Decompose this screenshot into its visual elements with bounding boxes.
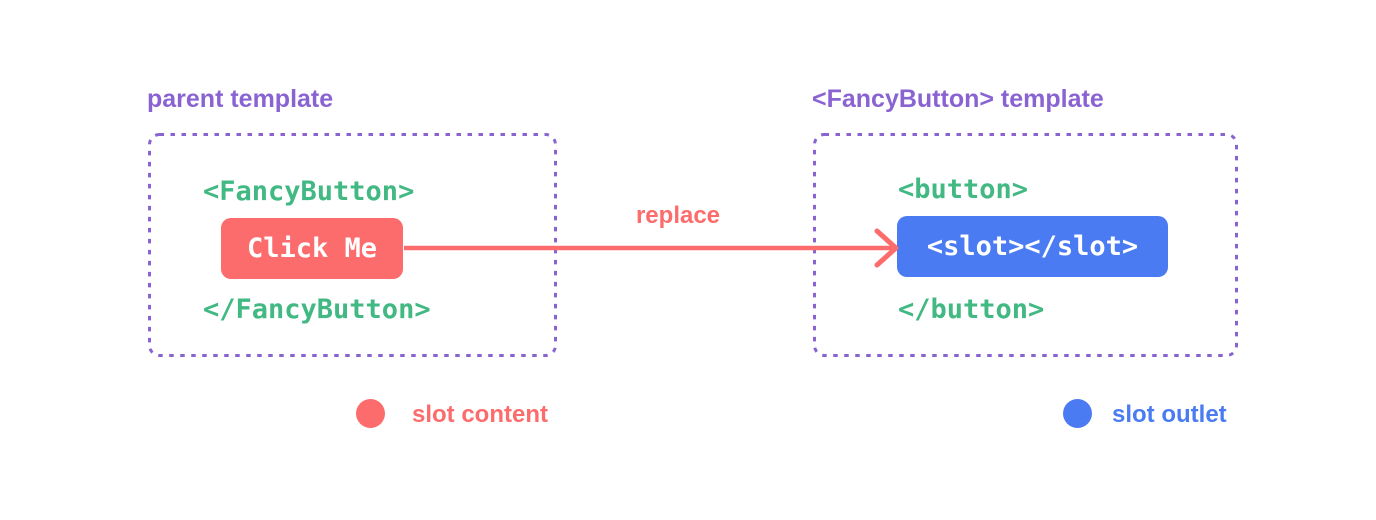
click-me-button: Click Me — [221, 218, 403, 279]
parent-template-title: parent template — [147, 85, 334, 113]
slot-content-dot-icon — [356, 399, 385, 428]
legend-label-slot-outlet: slot outlet — [1112, 401, 1227, 428]
slot-code-label: <slot></slot> — [926, 231, 1139, 262]
button-closing-tag: </button> — [898, 294, 1045, 325]
click-me-label: Click Me — [246, 233, 378, 264]
button-opening-tag: <button> — [898, 174, 1029, 205]
legend-label-slot-content: slot content — [412, 401, 548, 428]
slot-outlet-box: <slot></slot> — [897, 216, 1168, 277]
fancybutton-closing-tag: </FancyButton> — [203, 294, 431, 325]
fancybutton-template-panel — [813, 133, 1238, 357]
fancybutton-opening-tag: <FancyButton> — [203, 176, 415, 207]
slot-outlet-dot-icon — [1063, 399, 1092, 428]
replace-label: replace — [635, 202, 721, 229]
dashed-border — [813, 133, 1238, 357]
fancybutton-template-title: <FancyButton> template — [812, 85, 1104, 113]
